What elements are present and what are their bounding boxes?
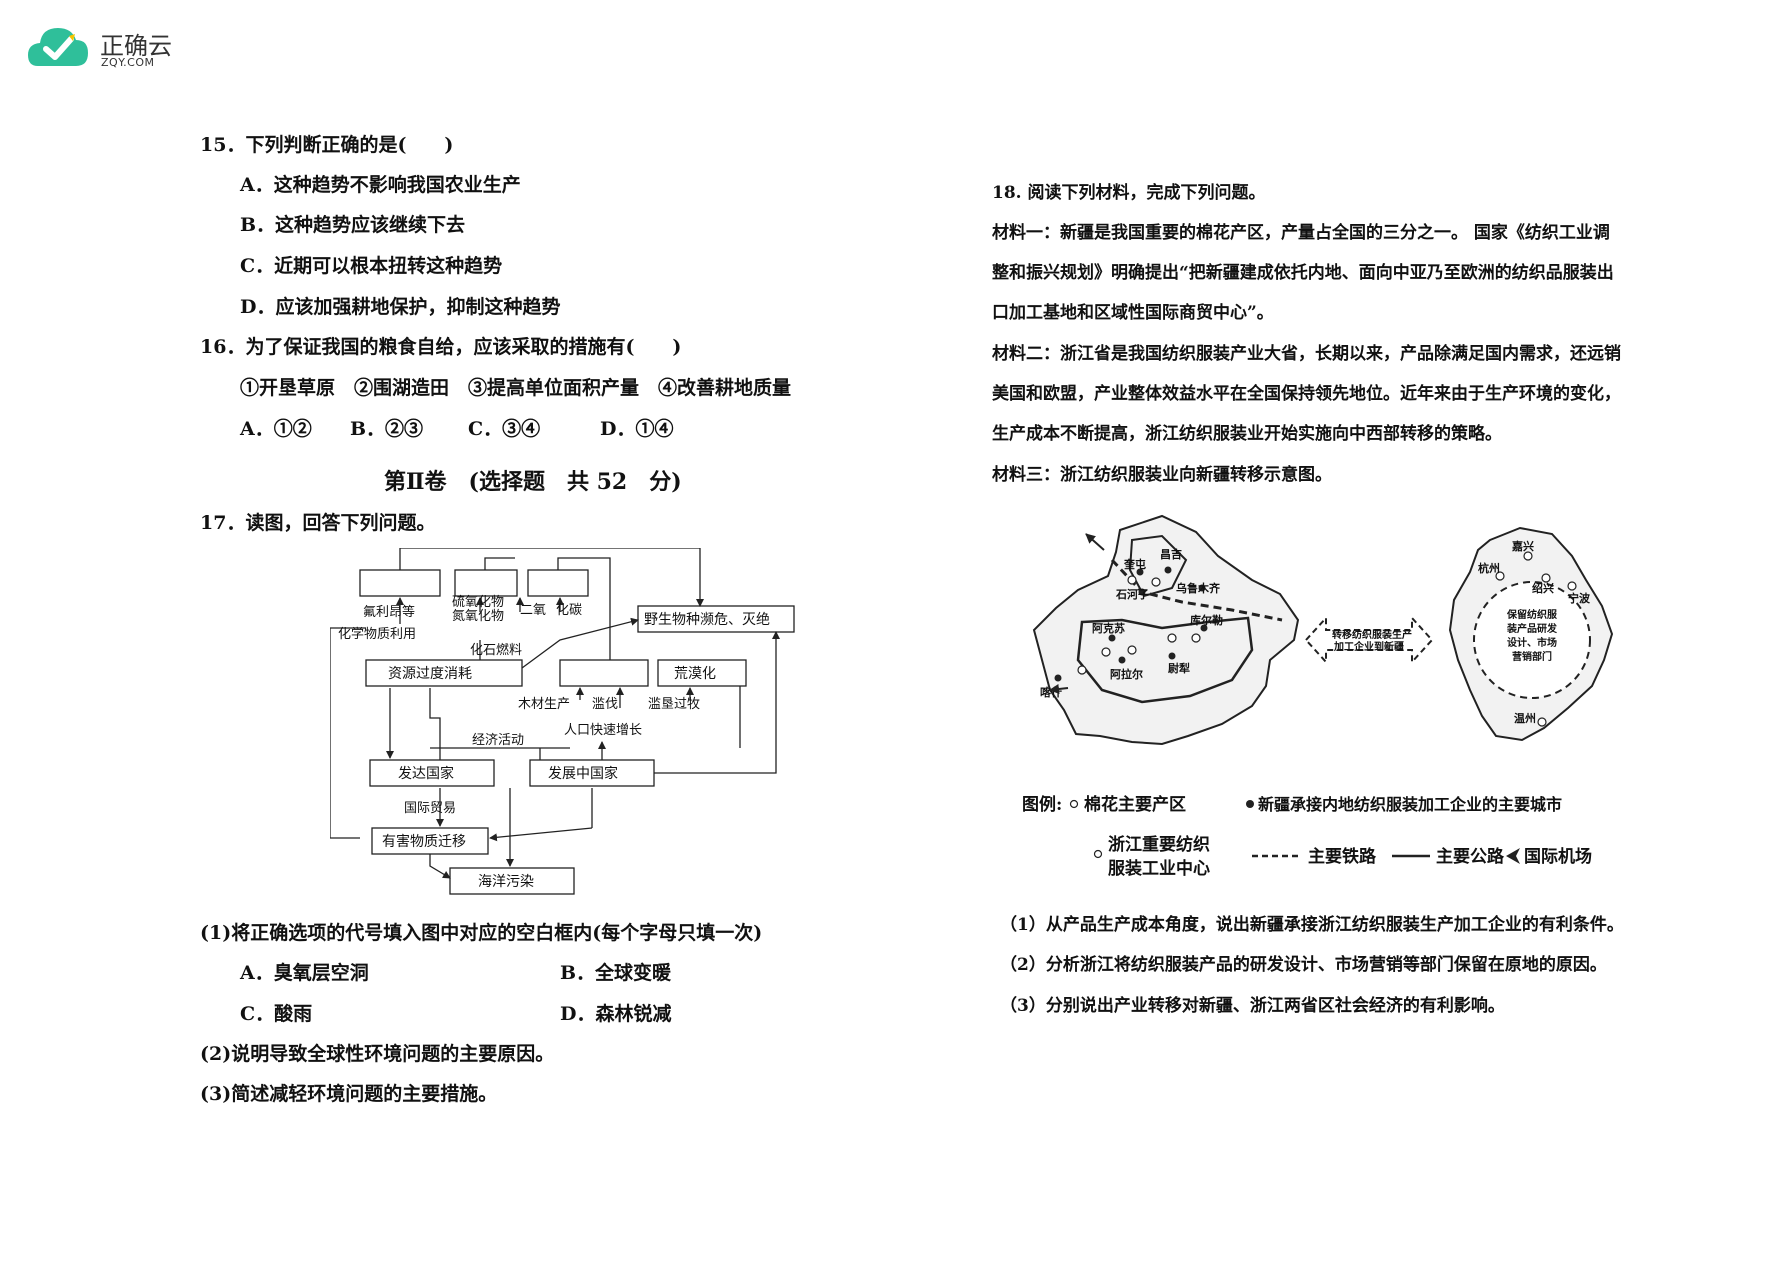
label-ocean: 海洋污染 — [478, 874, 534, 890]
legend-road: 主要公路 — [1436, 846, 1505, 867]
label-fuliang: 氟利昂等 — [363, 604, 415, 620]
city-alar: 阿拉尔 — [1110, 667, 1143, 681]
q18-m1-line2: 整和振兴规划》明确提出“把新疆建成依托内地、面向中亚乃至欧洲的纺织品服装出 — [992, 263, 1614, 283]
zj-center-1: 保留纺织服 — [1506, 608, 1558, 621]
legend-rail: 主要铁路 — [1308, 846, 1377, 867]
logo-domain: ZQY.COM — [101, 56, 155, 69]
north-road — [1128, 534, 1188, 598]
q18-m1-line3: 口加工基地和区域性国际商贸中心”。 — [992, 303, 1274, 323]
q15-option-c: C．近期可以根本扭转这种趋势 — [240, 255, 503, 277]
legend-xj-city: 新疆承接内地纺织服装加工企业的主要城市 — [1258, 795, 1562, 814]
q16-stem: 16．为了保证我国的粮食自给，应该采取的措施有( ) — [200, 336, 682, 358]
label-econ: 经济活动 — [472, 733, 524, 748]
zqy-logo — [28, 28, 88, 66]
label-desert: 荒漠化 — [674, 666, 716, 682]
label-wood: 木材生产 — [518, 697, 570, 712]
label-chem: 化学物质利用 — [338, 626, 416, 642]
zj-center-3: 设计、市场 — [1507, 636, 1557, 649]
q17-stem: 17．读图，回答下列问题。 — [200, 512, 436, 534]
box-overuse — [365, 659, 523, 687]
transfer-map: 奎屯 昌吉 石河子 乌鲁木齐 阿克苏 库尔勒 阿拉尔 尉犁 喀什 转移纺织服装生… — [1022, 514, 1614, 879]
box-developing — [529, 759, 655, 787]
transfer-arrow — [1304, 615, 1434, 665]
logo-brand: 正确云 — [100, 32, 172, 60]
city-yuli: 尉犁 — [1168, 661, 1190, 675]
section-title: 第Ⅱ卷 (选择题 共 52 分) — [384, 469, 682, 495]
q17-option-c: C．酸雨 — [240, 1003, 313, 1025]
label-pop: 人口快速增长 — [564, 723, 642, 738]
xinjiang-road — [1076, 616, 1254, 704]
zj-center-2: 装产品研发 — [1506, 622, 1558, 635]
city-jiaxing: 嘉兴 — [1511, 539, 1534, 553]
q15-option-d: D．应该加强耕地保护，抑制这种趋势 — [240, 296, 561, 318]
label-sulfur1: 硫氧化物 — [452, 595, 504, 610]
q15-option-b: B．这种趋势应该继续下去 — [240, 214, 466, 236]
label-overgraze: 滥垦过牧 — [648, 697, 700, 712]
q17-sub1: (1)将正确选项的代号填入图中对应的空白框内(每个字母只填一次) — [200, 922, 763, 944]
label-co2b: 化碳 — [556, 603, 582, 618]
label-sulfur2: 氮氧化物 — [452, 609, 504, 624]
legend-title: 图例: — [1022, 794, 1062, 815]
box-ocean — [449, 867, 575, 895]
city-kuitun: 奎屯 — [1123, 557, 1146, 571]
q18-m2-line1: 材料二：浙江省是我国纺织服装产业大省，长期以来，产品除满足国内需求，还远销 — [992, 344, 1621, 364]
q17-option-a: A．臭氧层空洞 — [240, 962, 369, 984]
city-wenzhou: 温州 — [1514, 711, 1536, 725]
legend-zj-center-1: 浙江重要纺织 — [1108, 834, 1210, 855]
city-korla: 库尔勒 — [1190, 613, 1223, 627]
q18-sub2: （2）分析浙江将纺织服装产品的研发设计、市场营销等部门保留在原地的原因。 — [1000, 955, 1607, 975]
q15-stem: 15．下列判断正确的是( ) — [200, 134, 454, 156]
q18-m2-line3: 生产成本不断提高，浙江纺织服装业开始实施向中西部转移的策略。 — [992, 424, 1502, 444]
label-harmful: 有害物质迁移 — [382, 834, 466, 850]
legend-airport: 国际机场 — [1524, 846, 1592, 867]
q16-answer-c: C．③④ — [468, 418, 541, 440]
q16-answer-a: A．①② — [240, 418, 312, 440]
label-trade: 国际贸易 — [404, 801, 456, 816]
zj-center-4: 营销部门 — [1512, 650, 1552, 663]
label-fossil: 化石燃料 — [470, 642, 522, 658]
q18-m3: 材料三：浙江纺织服装业向新疆转移示意图。 — [992, 465, 1332, 485]
q16-items: ①开垦草原 ②围湖造田 ③提高单位面积产量 ④改善耕地质量 — [240, 377, 792, 399]
label-co2a: 二氧 — [520, 603, 546, 618]
legend-zj-center-2: 服装工业中心 — [1108, 858, 1210, 879]
blank-box-4 — [559, 659, 649, 687]
label-logging: 滥伐 — [592, 697, 618, 712]
q15-option-a: A．这种趋势不影响我国农业生产 — [240, 174, 521, 196]
city-changji: 昌吉 — [1160, 547, 1182, 561]
q16-answer-b: B．②③ — [350, 418, 424, 440]
legend-cotton: 棉花主要产区 — [1084, 794, 1186, 815]
box-developed — [369, 759, 495, 787]
q18-sub3: （3）分别说出产业转移对新疆、浙江两省区社会经济的有利影响。 — [1000, 996, 1505, 1016]
q18-stem: 18. 阅读下列材料，完成下列问题。 — [992, 183, 1266, 203]
city-shihezi: 石河子 — [1115, 587, 1149, 601]
q17-option-b: B．全球变暖 — [560, 962, 672, 984]
label-developing: 发展中国家 — [548, 765, 618, 782]
box-harmful — [371, 827, 489, 855]
label-wildlife: 野生物种濒危、灭绝 — [644, 612, 770, 628]
q18-m1-line1: 材料一：新疆是我国重要的棉花产区，产量占全国的三分之一。 国家《纺织工业调 — [992, 223, 1610, 243]
blank-box-3 — [527, 569, 589, 597]
zhejiang-center-circle — [1473, 581, 1591, 699]
q17-option-d: D．森林锐减 — [560, 1003, 672, 1025]
q16-answer-d: D．①④ — [600, 418, 674, 440]
transfer-label-1: 转移纺织服装生产 — [1332, 628, 1412, 641]
transfer-label-2: 加工企业到新疆 — [1333, 640, 1404, 653]
city-kashgar: 喀什 — [1040, 685, 1062, 699]
city-shaoxing: 绍兴 — [1532, 581, 1554, 595]
environment-flow-diagram: 氟利昂等 硫氧化物 氮氧化物 二氧 化碳 野生物种濒危、灭绝 化学物质利用 化石… — [330, 548, 795, 895]
q17-sub3: (3)简述减轻环境问题的主要措施。 — [200, 1083, 498, 1105]
q17-sub2: (2)说明导致全球性环境问题的主要原因。 — [200, 1043, 555, 1065]
box-desert — [657, 659, 747, 687]
city-ningbo: 宁波 — [1568, 591, 1591, 605]
q18-m2-line2: 美国和欧盟，产业整体效益水平在全国保持领先地位。近年来由于生产环境的变化， — [992, 384, 1621, 404]
city-urumqi: 乌鲁木齐 — [1176, 581, 1221, 595]
label-overuse: 资源过度消耗 — [388, 666, 472, 682]
blank-box-1 — [359, 569, 441, 597]
blank-box-2 — [454, 569, 518, 597]
q18-sub1: （1）从产品生产成本角度，说出新疆承接浙江纺织服装生产加工企业的有利条件。 — [1000, 915, 1624, 935]
city-hangzhou: 杭州 — [1478, 561, 1500, 575]
label-developed: 发达国家 — [398, 765, 454, 782]
city-aksu: 阿克苏 — [1092, 621, 1125, 635]
